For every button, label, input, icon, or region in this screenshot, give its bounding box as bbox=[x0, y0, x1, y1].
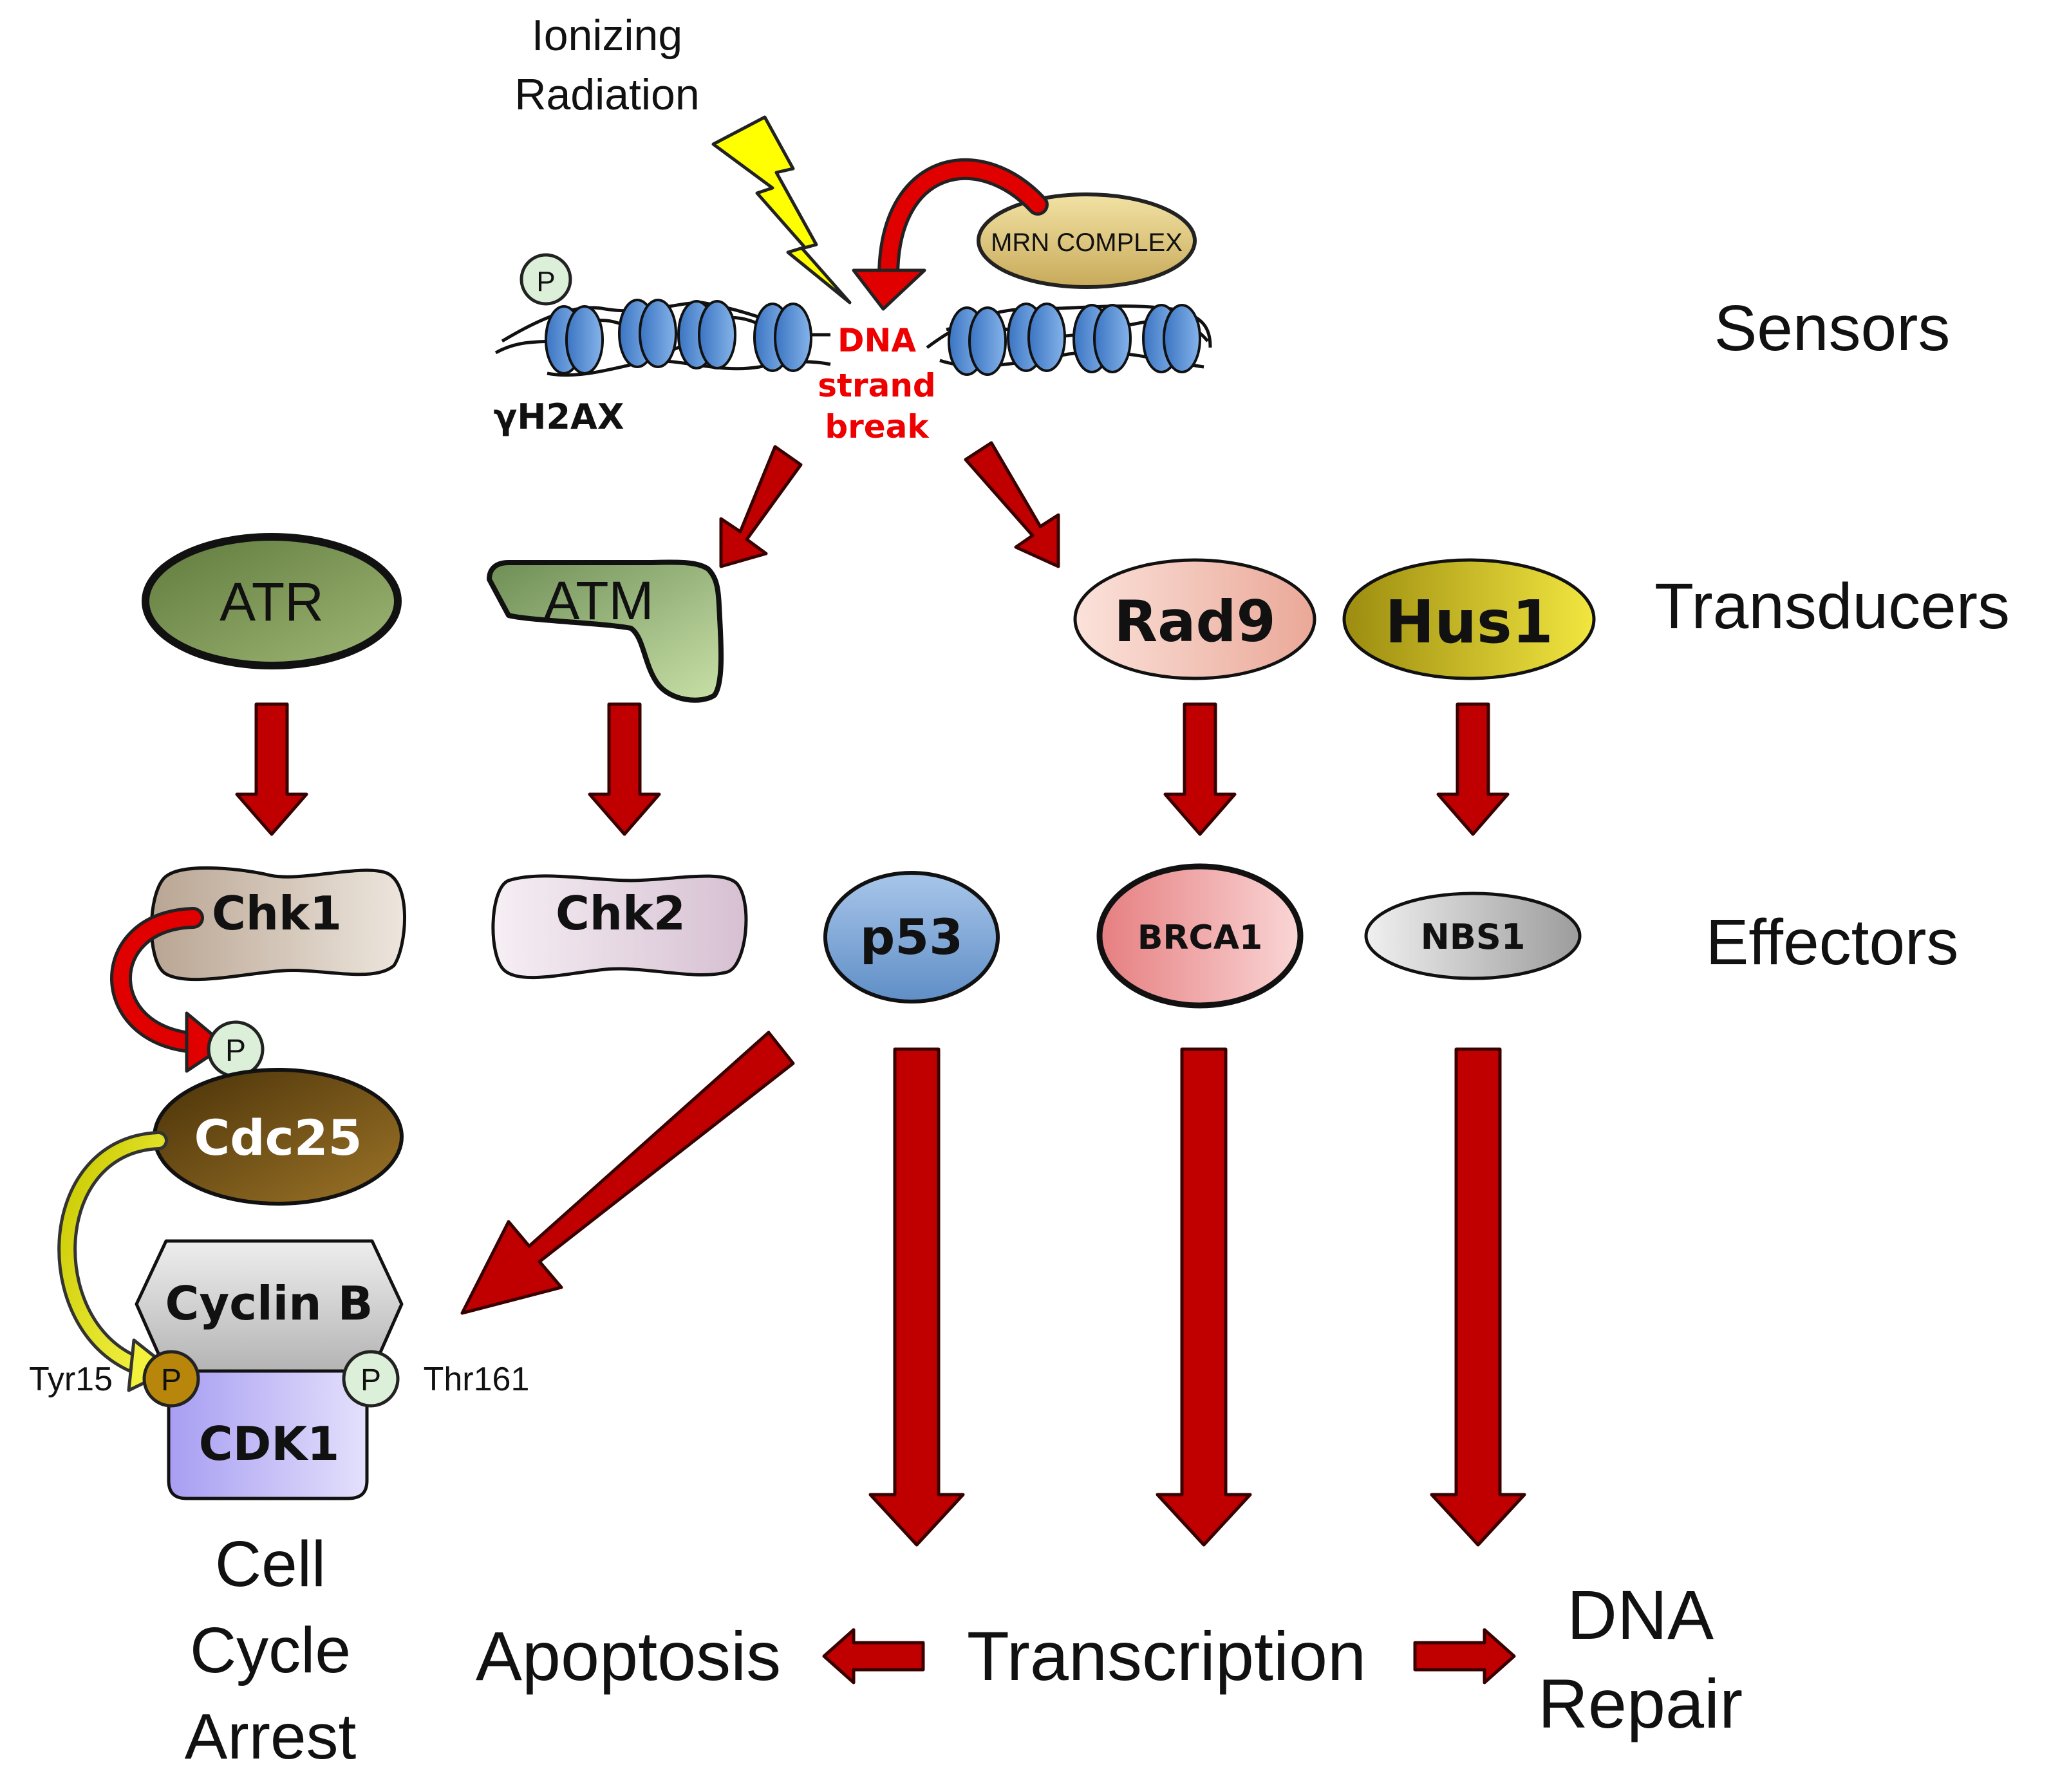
row-label-sensors: Sensors bbox=[1714, 292, 1951, 364]
p53-node bbox=[823, 871, 1000, 1003]
tyr15-phospho-label: P bbox=[161, 1363, 182, 1397]
dna-break-label-line3: break bbox=[825, 408, 930, 445]
arrow-p53-to-cell-cycle bbox=[460, 1031, 795, 1315]
arrow-transcription-to-repair bbox=[1413, 1628, 1516, 1685]
rad9-node bbox=[1073, 558, 1316, 680]
chk2-node bbox=[491, 874, 748, 980]
cdc25-to-tyr15-arrow bbox=[57, 1131, 168, 1378]
cyclin-b-label: Cyclin B bbox=[165, 1276, 373, 1330]
repair-label-line1: DNA bbox=[1567, 1576, 1714, 1654]
h2ax-phospho-circle bbox=[520, 253, 572, 306]
transcription-label: Transcription bbox=[967, 1617, 1366, 1695]
cdk1-node bbox=[167, 1368, 369, 1500]
chk2-label: Chk2 bbox=[556, 886, 686, 940]
thr161-phospho-circle bbox=[342, 1350, 400, 1408]
hus1-label: Hus1 bbox=[1385, 588, 1553, 657]
arrow-p53-to-transcription bbox=[868, 1047, 965, 1547]
thr161-label: Thr161 bbox=[424, 1361, 530, 1398]
chk1-label: Chk1 bbox=[212, 886, 342, 940]
nucleosomes bbox=[545, 299, 1201, 376]
p53-label: p53 bbox=[860, 908, 963, 966]
arrow-hus1-to-nbs1 bbox=[1436, 702, 1510, 836]
arrest-label-line1: Cell bbox=[215, 1528, 326, 1600]
repair-label-line2: Repair bbox=[1538, 1665, 1743, 1742]
mrn-arrow-head bbox=[852, 268, 926, 311]
chk1-node bbox=[150, 866, 406, 982]
stimulus-label-line2: Radiation bbox=[514, 70, 699, 119]
h2ax-phospho-label: P bbox=[536, 266, 555, 297]
cdk1-label: CDK1 bbox=[199, 1417, 340, 1471]
chk1-to-cdc25-arrow-head bbox=[185, 1011, 227, 1073]
mrn-complex-label: MRN COMPLEX bbox=[991, 229, 1183, 257]
cdc25-label: Cdc25 bbox=[194, 1109, 362, 1166]
dna-break-label-line2: strand bbox=[818, 367, 935, 404]
brca1-node bbox=[1096, 863, 1304, 1009]
arrow-transcription-to-apoptosis bbox=[822, 1628, 925, 1685]
dna-break-label-line1: DNA bbox=[838, 322, 916, 359]
rad9-label: Rad9 bbox=[1114, 588, 1275, 655]
brca1-label: BRCA1 bbox=[1138, 919, 1262, 957]
apoptosis-label: Apoptosis bbox=[476, 1617, 781, 1695]
mrn-complex-ellipse bbox=[977, 192, 1197, 289]
arrest-label-line2: Cycle bbox=[190, 1614, 351, 1686]
atm-node bbox=[487, 559, 724, 703]
gamma-h2ax-label: γH2AX bbox=[494, 397, 624, 437]
row-label-transducers: Transducers bbox=[1654, 570, 2010, 642]
atr-label: ATR bbox=[220, 572, 324, 632]
nbs1-node bbox=[1364, 891, 1582, 980]
tyr15-phospho-circle bbox=[142, 1350, 200, 1408]
arrow-nbs1-to-transcription bbox=[1430, 1047, 1526, 1547]
arrow-atr-to-chk1 bbox=[235, 702, 308, 836]
nbs1-label: NBS1 bbox=[1421, 917, 1526, 957]
tyr15-label: Tyr15 bbox=[29, 1361, 113, 1398]
thr161-phospho-label: P bbox=[361, 1363, 381, 1397]
cdc25-phospho-label: P bbox=[225, 1034, 246, 1068]
row-label-effectors: Effectors bbox=[1706, 906, 1959, 978]
arrow-brca1-to-transcription bbox=[1156, 1047, 1252, 1547]
hus1-node bbox=[1342, 558, 1596, 680]
arrest-label-line3: Arrest bbox=[185, 1701, 357, 1773]
atr-node bbox=[142, 533, 402, 669]
lightning-bolt-icon bbox=[711, 115, 852, 304]
arrow-break-to-atm bbox=[719, 445, 803, 568]
arrow-rad9-to-brca1 bbox=[1163, 702, 1237, 836]
arrow-atm-to-chk2 bbox=[588, 702, 661, 836]
stimulus-label-line1: Ionizing bbox=[532, 11, 682, 60]
arrow-break-to-rad9 bbox=[964, 441, 1060, 568]
atm-label: ATM bbox=[543, 570, 653, 631]
